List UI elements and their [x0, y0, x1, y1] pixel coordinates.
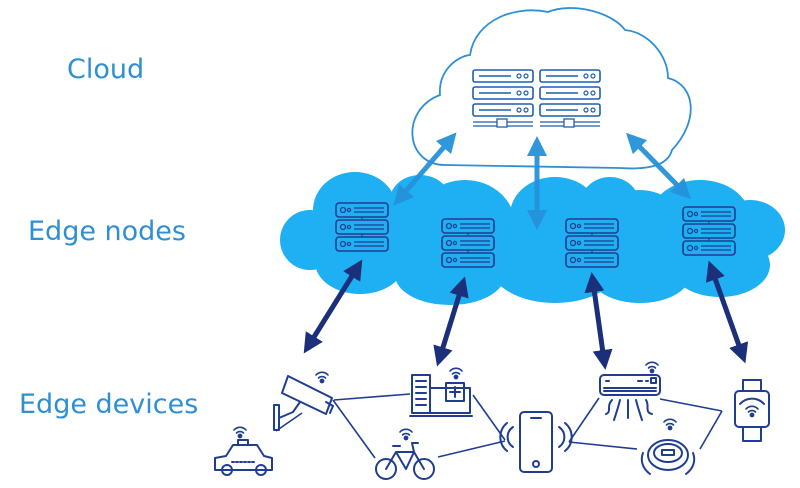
edge-devices-layer	[214, 361, 770, 480]
cloud-layer	[411, 7, 692, 170]
cctv-camera-icon	[273, 371, 334, 431]
arrow-edge-aircon	[584, 272, 613, 370]
hospital-building-icon	[409, 367, 473, 417]
smartwatch-icon	[734, 379, 770, 442]
layer-label-edge-devices: Edge devices	[19, 389, 199, 420]
arrow-edge-camera	[303, 259, 363, 354]
cloud-outline	[411, 7, 692, 170]
edge-nodes-layer	[280, 172, 785, 305]
arrow-cloud-edge-left	[393, 132, 457, 206]
cloud-edge-arrows	[393, 132, 692, 230]
layer-label-edge-nodes: Edge nodes	[28, 216, 186, 247]
robot-vacuum-icon	[640, 418, 696, 475]
smartphone-icon	[499, 411, 573, 473]
layer-label-cloud: Cloud	[67, 54, 145, 85]
arrow-edge-watch	[705, 260, 749, 364]
edge-device-arrows	[303, 259, 749, 370]
air-conditioner-icon	[599, 361, 661, 421]
taxi-car-icon	[214, 426, 273, 476]
arrow-edge-hospital	[433, 276, 469, 367]
bicycle-icon	[375, 428, 435, 480]
arrow-cloud-edge-right	[625, 132, 692, 200]
device-links	[275, 393, 723, 459]
